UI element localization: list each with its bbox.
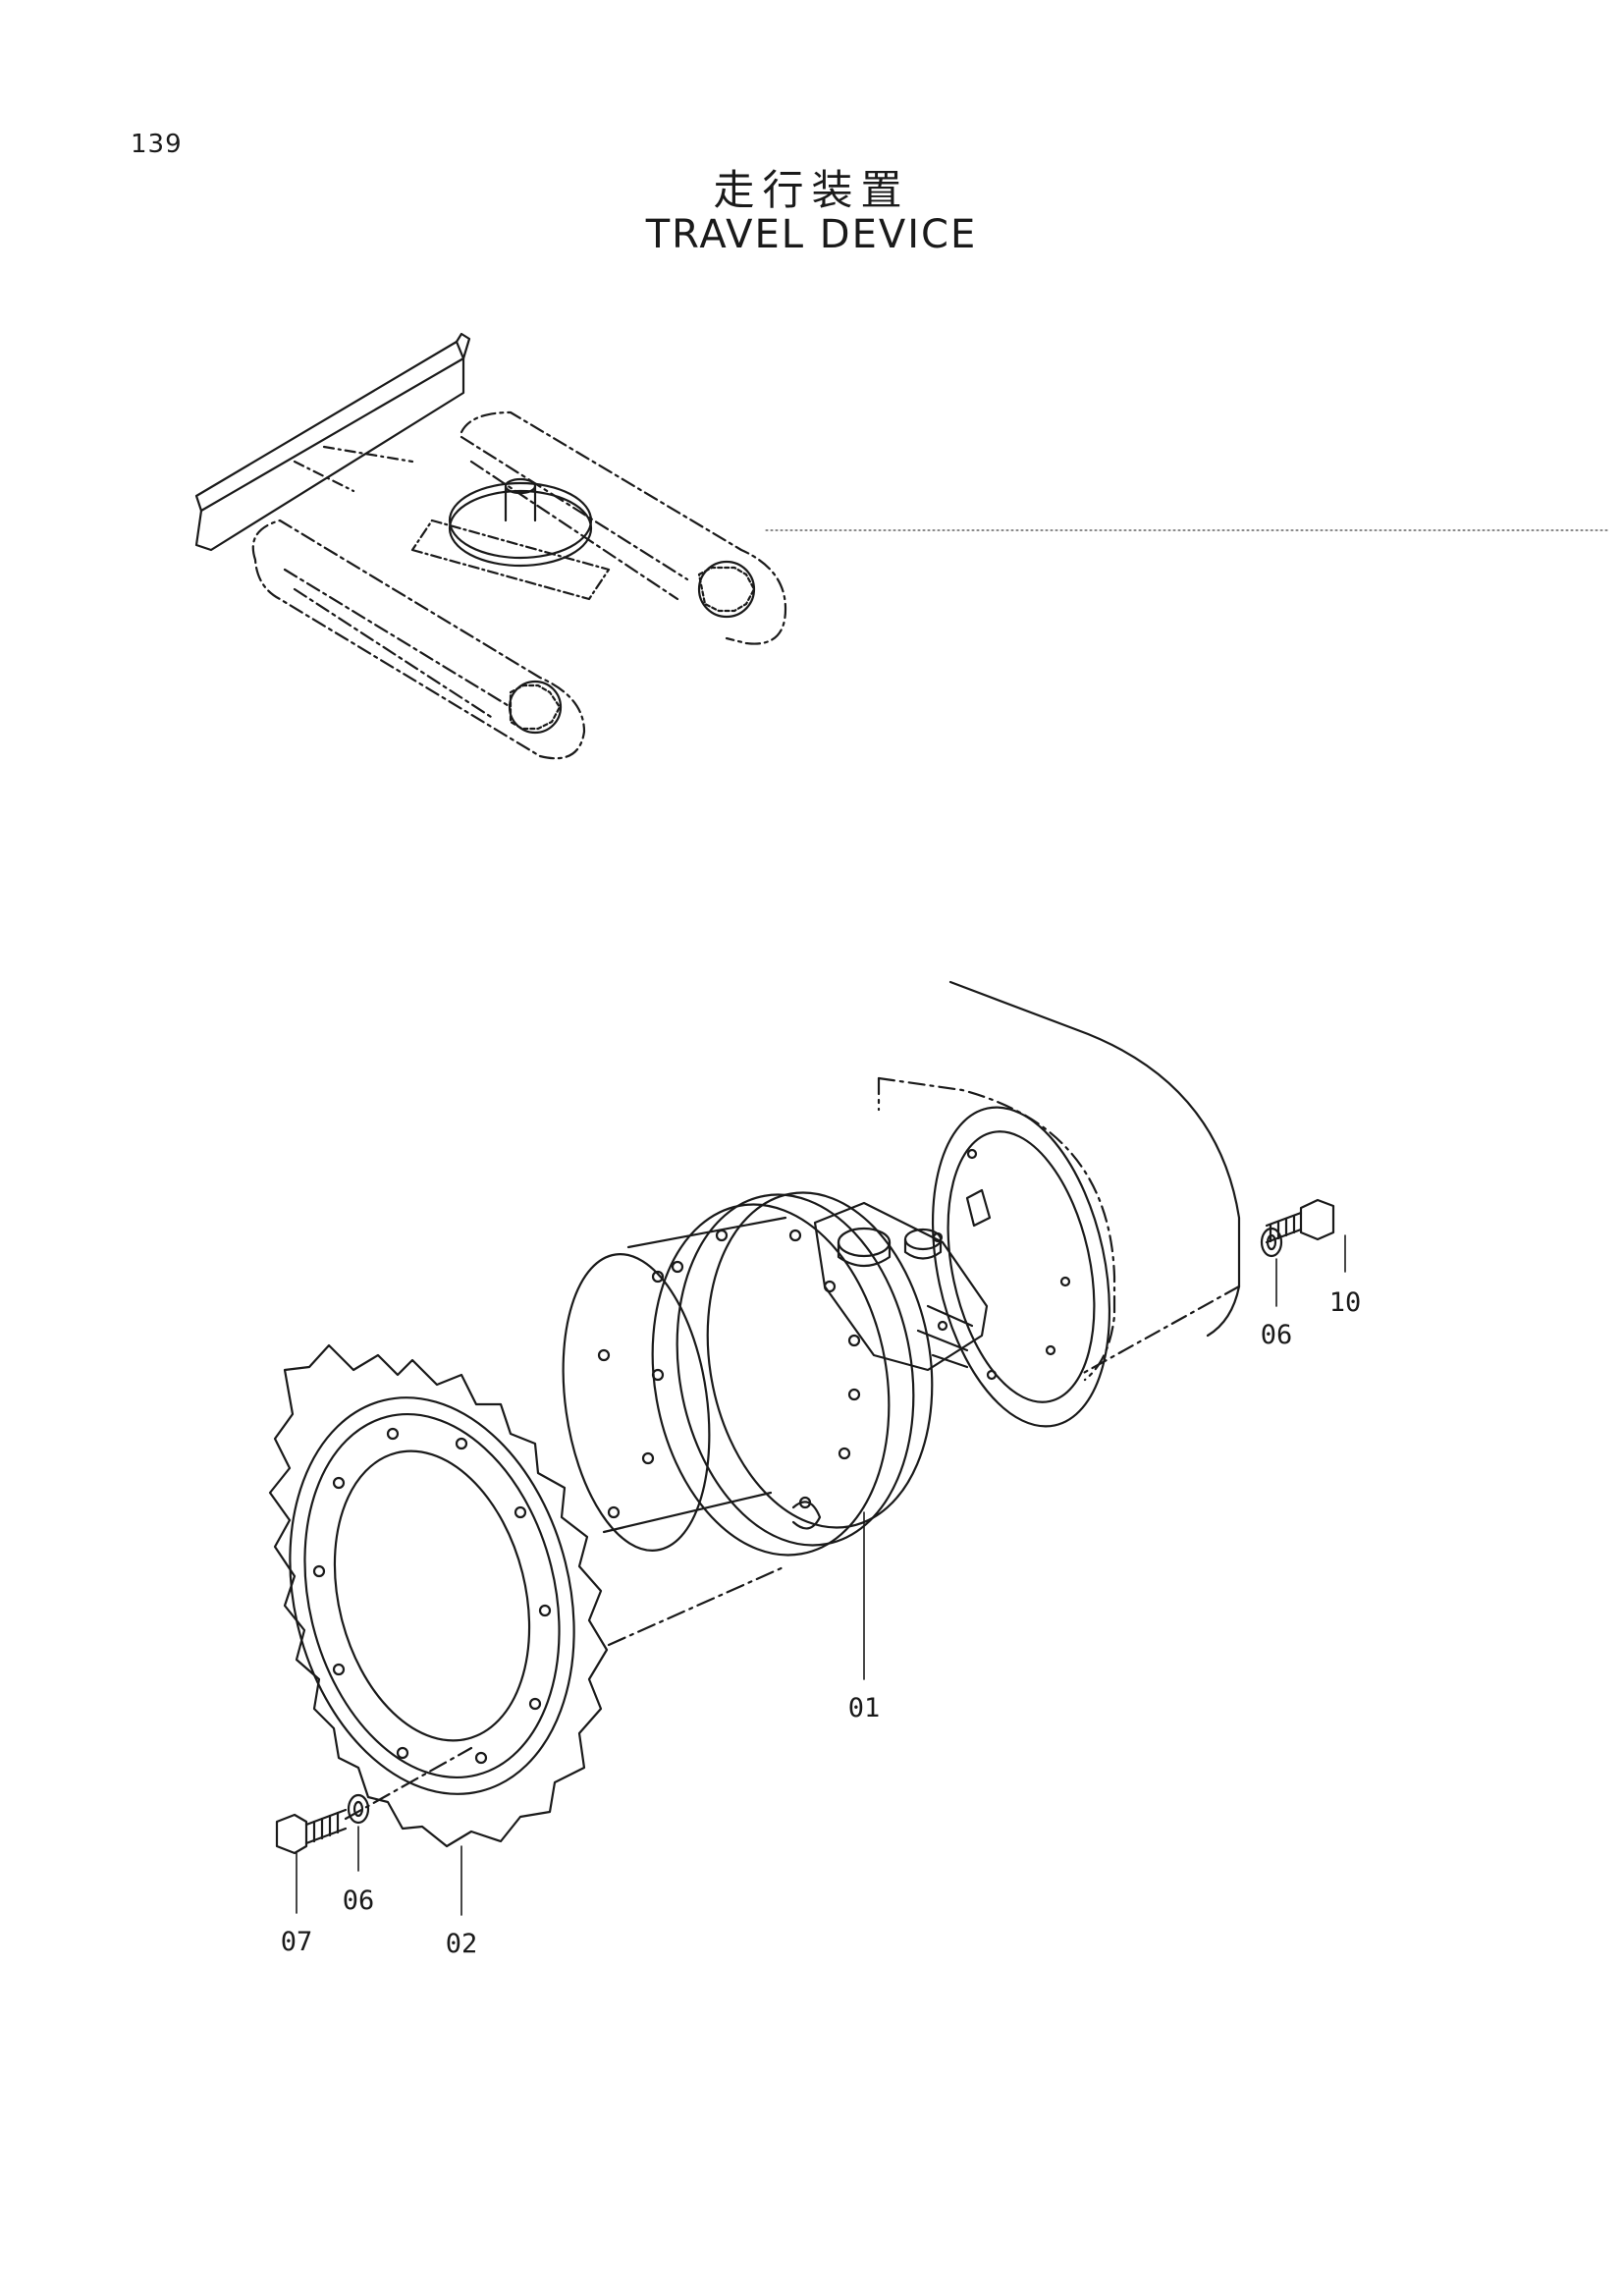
washer-right (1260, 1227, 1283, 1258)
bolt-right (1265, 1198, 1335, 1244)
sprocket-bore (333, 1449, 531, 1742)
flange-lug (965, 1188, 992, 1228)
undercarriage-overview (194, 332, 1611, 760)
callout-06-left: 06 (343, 1886, 375, 1916)
track-frame (877, 980, 1241, 1382)
dozer-blade-face (194, 356, 465, 552)
callout-07: 07 (281, 1927, 313, 1957)
callout-06-right: 06 (1261, 1320, 1293, 1350)
front-sprocket (508, 680, 563, 735)
washer-left (347, 1793, 370, 1825)
page-title-japanese: 走行装置 (713, 166, 910, 214)
callout-01: 01 (848, 1693, 881, 1723)
dozer-blade (194, 340, 465, 513)
rear-sprocket (697, 560, 756, 619)
mounting-flange (931, 1106, 1111, 1428)
motor-valve-block (813, 1201, 989, 1372)
reduction-drum-cover (562, 1253, 711, 1552)
sprocket-teeth (268, 1343, 609, 1848)
sprocket (268, 1343, 787, 1848)
travel-motor-assembly (562, 1191, 989, 1557)
center-joint (504, 484, 537, 522)
page-title-english: TRAVEL DEVICE (645, 212, 978, 257)
sprocket-rim (289, 1396, 575, 1795)
callout-02: 02 (446, 1929, 478, 1959)
page-number: 139 (131, 130, 183, 159)
swing-bearing (448, 489, 593, 568)
callout-10: 10 (1329, 1287, 1362, 1318)
bolt-left (275, 1746, 473, 1855)
